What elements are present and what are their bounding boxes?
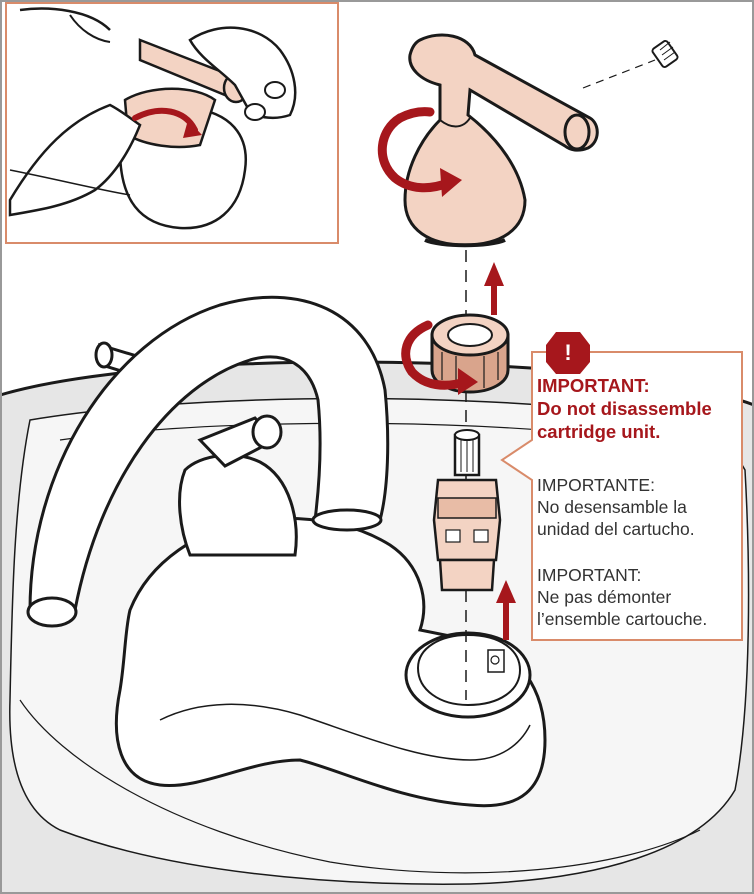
warning-title-line2: Do not disassemble <box>537 397 712 420</box>
warning-es-line1: IMPORTANTE: <box>537 474 695 496</box>
warning-fr-line3: l’ensemble cartouche. <box>537 608 707 630</box>
exclamation-glyph: ! <box>546 334 590 372</box>
warning-text-es: IMPORTANTE: No desensamble la unidad del… <box>537 474 695 540</box>
warning-es-line2: No desensamble la <box>537 496 695 518</box>
warning-es-line3: unidad del cartucho. <box>537 518 695 540</box>
warning-title-line3: cartridge unit. <box>537 420 712 443</box>
inset-detail-panel <box>6 3 338 243</box>
warning-fr-line1: IMPORTANT: <box>537 564 707 586</box>
warning-text-fr: IMPORTANT: Ne pas démonter l’ensemble ca… <box>537 564 707 630</box>
warning-title-en: IMPORTANT: Do not disassemble cartridge … <box>537 374 712 443</box>
warning-fr-line2: Ne pas démonter <box>537 586 707 608</box>
warning-title-line1: IMPORTANT: <box>537 374 712 397</box>
